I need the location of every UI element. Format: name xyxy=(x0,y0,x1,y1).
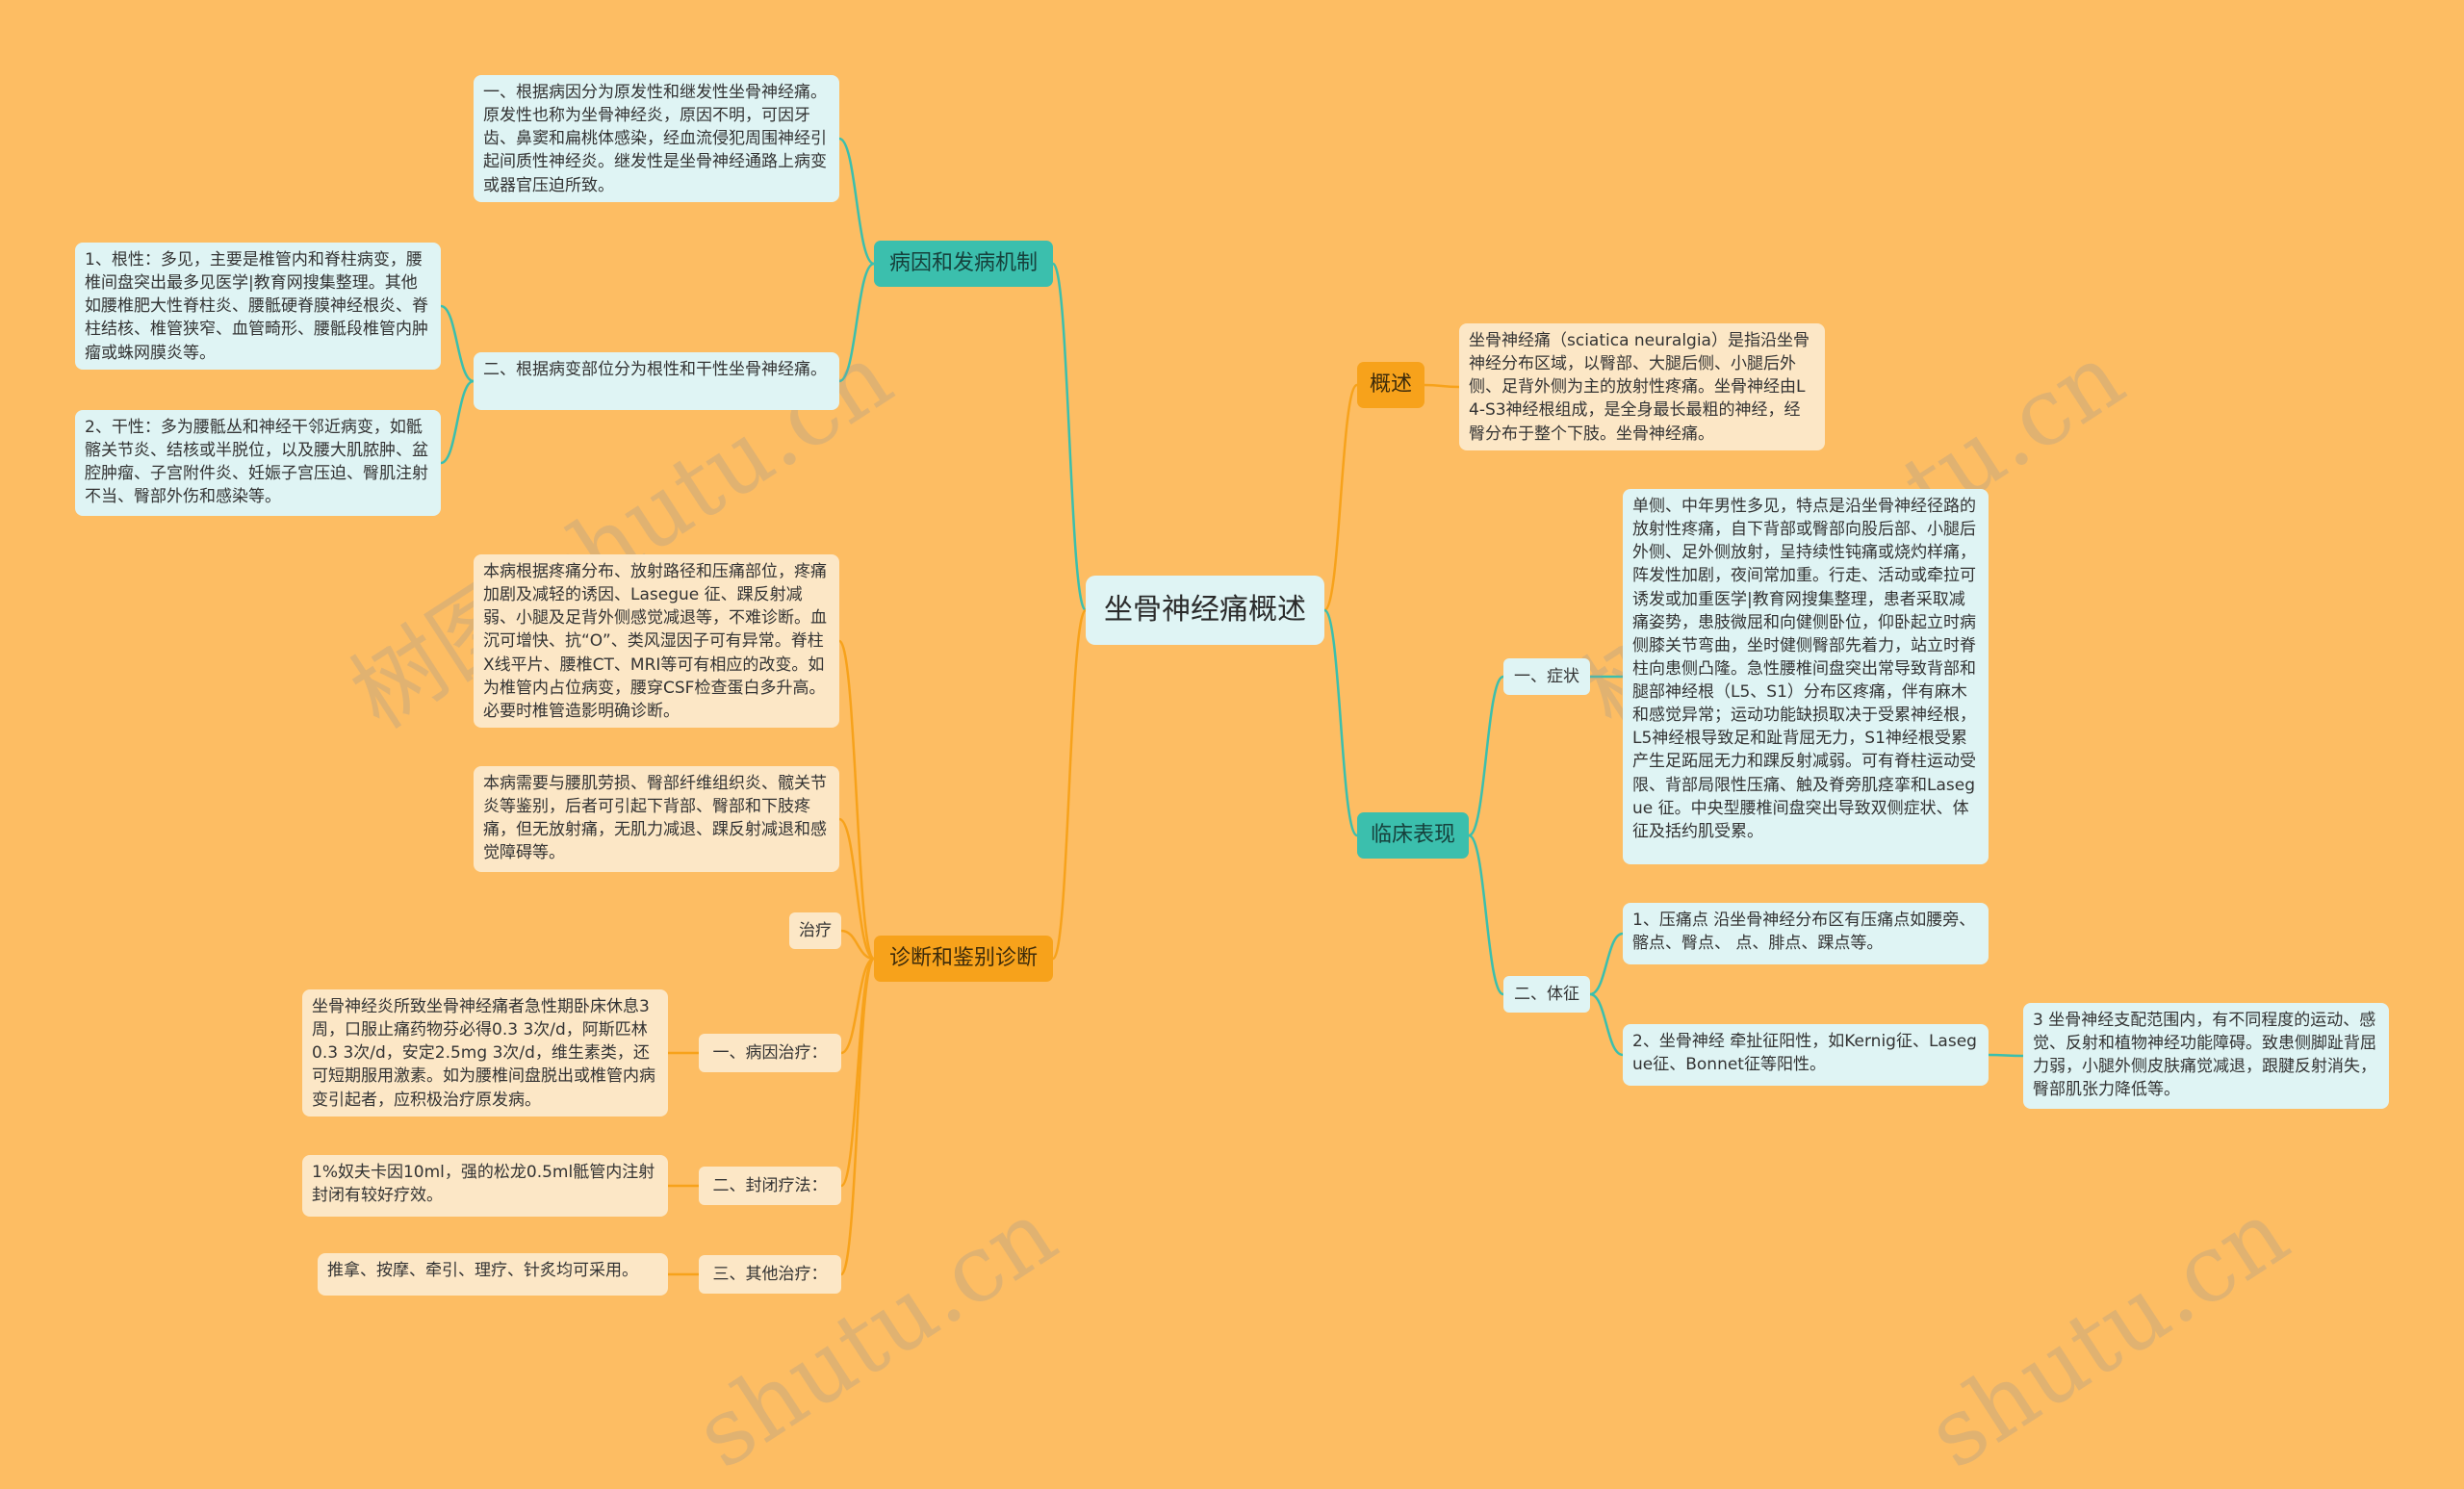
connector-lines xyxy=(440,137,2024,1276)
symptom-label[interactable]: 一、症状 xyxy=(1503,658,1590,695)
sign-text-2: 2、坐骨神经 牵扯征阳性，如Kernig征、Lasegue征、Bonnet征等阳… xyxy=(1623,1024,1989,1086)
connector-cause-1 xyxy=(838,137,875,266)
classification-text-2: 二、根据病变部位分为根性和干性坐骨神经痛。 xyxy=(474,352,839,410)
connector-root-clinical xyxy=(1322,608,1359,837)
diagnosis-text: 本病根据疼痛分布、放射路径和压痛部位，疼痛加剧及减轻的诱因、Lasegue 征、… xyxy=(474,554,839,728)
connector-sign-1 xyxy=(1589,932,1624,996)
connector-diagnosis-text xyxy=(837,639,876,961)
branch-diagnosis[interactable]: 诊断和鉴别诊断 xyxy=(874,936,1053,982)
root-topic[interactable]: 坐骨神经痛概述 xyxy=(1086,576,1324,645)
connector-block xyxy=(839,957,876,1188)
connector-symptom xyxy=(1468,675,1504,837)
connector-differential xyxy=(838,817,875,961)
connector-cause-2 xyxy=(838,262,875,383)
connector-sign-2 xyxy=(1589,992,1624,1057)
connector-root-diagnosis xyxy=(1051,608,1088,961)
branch-clinical[interactable]: 临床表现 xyxy=(1357,812,1469,859)
symptom-text: 单侧、中年男性多见，特点是沿坐骨神经径路的放射性疼痛，自下背部或臀部向股后部、小… xyxy=(1623,489,1989,864)
connector-sign xyxy=(1468,834,1504,996)
branch-overview[interactable]: 概述 xyxy=(1357,362,1424,408)
connector-sign-3 xyxy=(1988,1053,2024,1058)
other-therapy-text: 推拿、按摩、牵引、理疗、针炙均可采用。 xyxy=(318,1253,668,1296)
differential-text: 本病需要与腰肌劳损、臀部纤维组织炎、髋关节炎等鉴别，后者可引起下背部、臀部和下肢… xyxy=(474,766,839,872)
connector-treatment xyxy=(840,929,875,961)
treatment-label[interactable]: 治疗 xyxy=(789,912,841,949)
other-therapy-label[interactable]: 三、其他治疗： xyxy=(699,1255,841,1294)
block-therapy-text: 1%奴夫卡因10ml，强的松龙0.5ml骶管内注射封闭有较好疗效。 xyxy=(302,1155,668,1217)
connector-root-cause xyxy=(1051,262,1088,612)
trunk-type-text: 2、干性：多为腰骶丛和神经干邻近病变，如骶髂关节炎、结核或半脱位，以及腰大肌脓肿… xyxy=(75,410,441,516)
cause-treatment-text: 坐骨神经炎所致坐骨神经痛者急性期卧床休息3周，口服止痛药物芬必得0.3 3次/d… xyxy=(302,989,668,1117)
block-therapy-label[interactable]: 二、封闭疗法： xyxy=(699,1167,841,1205)
branch-cause-mechanism[interactable]: 病因和发病机制 xyxy=(874,241,1053,287)
connector-root-type xyxy=(440,304,475,383)
connector-root-overview xyxy=(1322,383,1359,612)
root-type-text: 1、根性：多见，主要是椎管内和脊柱病变，腰椎间盘突出最多见医学|教育网搜集整理。… xyxy=(75,243,441,370)
sign-text-3: 3 坐骨神经支配范围内，有不同程度的运动、感觉、反射和植物神经功能障碍。致患侧脚… xyxy=(2023,1003,2389,1109)
cause-treatment-label[interactable]: 一、病因治疗： xyxy=(699,1034,841,1072)
sign-label[interactable]: 二、体征 xyxy=(1503,976,1590,1013)
overview-text: 坐骨神经痛（sciatica neuralgia）是指沿坐骨神经分布区域，以臀部… xyxy=(1459,323,1825,450)
connector-trunk-type xyxy=(440,379,475,465)
classification-text-1: 一、根据病因分为原发性和继发性坐骨神经痛。原发性也称为坐骨神经炎，原因不明，可因… xyxy=(474,75,839,202)
connector-cause-treatment xyxy=(840,957,875,1055)
sign-text-1: 1、压痛点 沿坐骨神经分布区有压痛点如腰旁、髂点、臀点、 点、腓点、踝点等。 xyxy=(1623,903,1989,964)
connector-other xyxy=(839,957,876,1276)
connector-overview-text xyxy=(1424,383,1460,389)
